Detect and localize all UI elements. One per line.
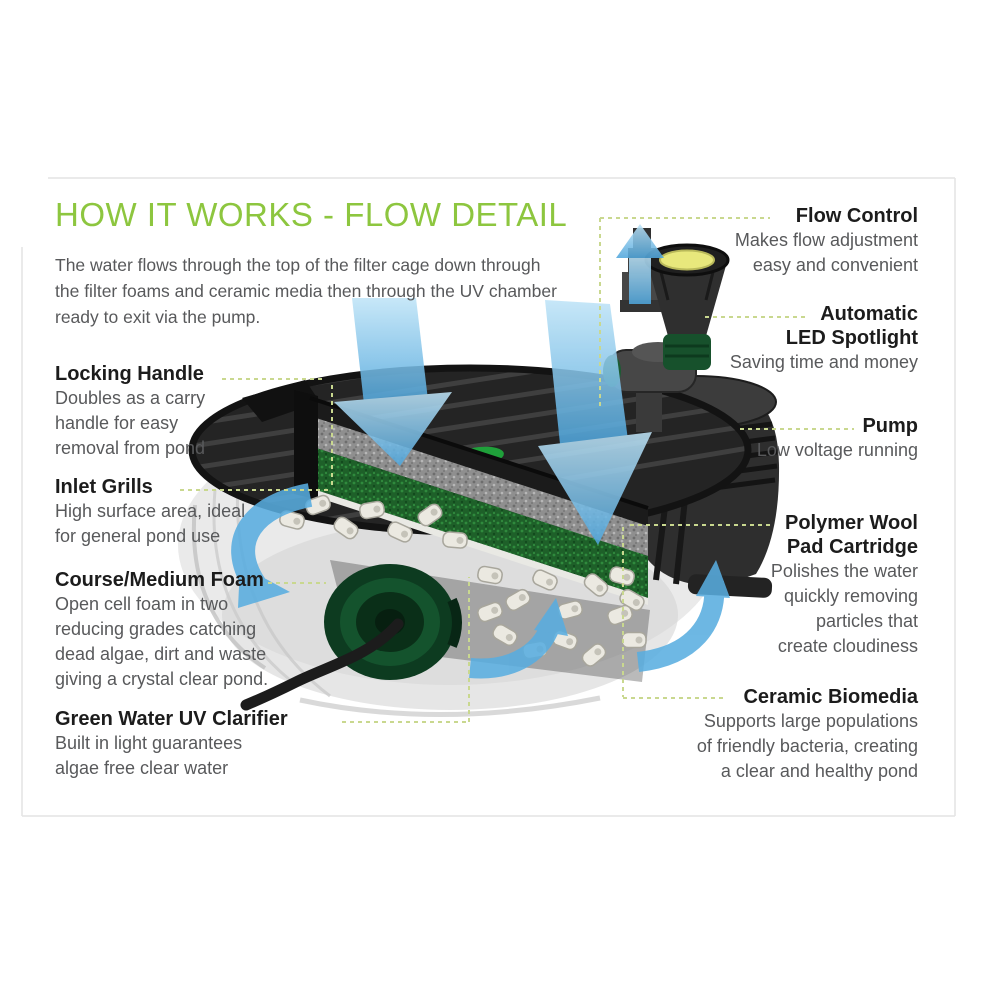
filter-lid (188, 364, 752, 536)
callout-pump: Pump Low voltage running (757, 414, 918, 463)
callout-line: Built in light guarantees (55, 733, 243, 753)
callout-line: Polishes the water (770, 561, 918, 581)
callout-heading: Course/Medium Foam (55, 569, 264, 591)
callout-line: Saving time and money (729, 352, 918, 372)
callout-locking-handle: Locking Handle Doubles as a carry handle… (55, 362, 205, 461)
callout-line: High surface area, ideal (55, 501, 246, 521)
callout-line: of friendly bacteria, creating (696, 736, 918, 756)
callout-line: for general pond use (55, 526, 221, 546)
callout-line: giving a crystal clear pond. (55, 669, 269, 689)
callout-heading: Polymer Wool (785, 512, 918, 534)
pump-body (615, 375, 780, 598)
callout-line: a clear and healthy pond (720, 761, 918, 781)
callout-line: handle for easy (55, 413, 179, 433)
callout-heading: LED Spotlight (785, 327, 918, 349)
callout-line: Makes flow adjustment (734, 230, 918, 250)
callout-heading: Pad Cartridge (786, 536, 918, 558)
ceramic-biomedia-chunks (279, 494, 647, 667)
callout-line: removal from pond (55, 438, 206, 458)
uv-clarifier-cap (240, 564, 462, 711)
flow-arrow-down-right (538, 300, 652, 545)
intro-line: the filter foams and ceramic media then … (55, 281, 557, 301)
locking-handle-clip (242, 380, 320, 422)
intro-line: The water flows through the top of the f… (55, 255, 541, 275)
green-coupler (663, 334, 711, 370)
callout-ceramic-biomedia: Ceramic Biomedia Supports large populati… (697, 685, 918, 784)
intro-paragraph: The water flows through the top of the f… (55, 252, 557, 330)
callout-heading: Locking Handle (55, 363, 204, 385)
outlet-fittings (603, 228, 730, 432)
callout-heading: Inlet Grills (55, 476, 153, 498)
callout-heading: Automatic (820, 303, 918, 325)
leader-locking-handle (222, 378, 333, 488)
led-spotlight-ring (659, 249, 715, 271)
hose-adapter (620, 228, 664, 312)
callout-line: Supports large populations (703, 711, 918, 731)
foam-layer (310, 416, 648, 556)
callout-line: easy and convenient (752, 255, 918, 275)
callout-heading: Pump (862, 415, 918, 437)
power-cable (240, 618, 404, 711)
callout-flow-control: Flow Control Makes flow adjustment easy … (735, 204, 918, 278)
page-title: HOW IT WORKS - FLOW DETAIL (55, 196, 568, 233)
flow-arrow-up-outlet (616, 224, 664, 304)
callout-line: Doubles as a carry (55, 388, 206, 408)
callout-line: create cloudiness (777, 636, 918, 656)
callout-led-spotlight: Automatic LED Spotlight Saving time and … (730, 302, 918, 375)
flow-control-valve (644, 243, 730, 370)
callout-line: quickly removing (783, 586, 918, 606)
callout-line: particles that (815, 611, 918, 631)
callout-heading: Ceramic Biomedia (743, 686, 918, 708)
callout-course-medium-foam: Course/Medium Foam Open cell foam in two… (55, 568, 268, 692)
callout-line: reducing grades catching (55, 619, 257, 639)
filter-cross-section (294, 390, 650, 682)
callout-heading: Flow Control (795, 205, 918, 227)
leader-ceramic-biomedia (622, 527, 724, 699)
green-media-layer (310, 446, 648, 598)
callout-uv-clarifier: Green Water UV Clarifier Built in light … (55, 707, 288, 781)
callout-line: dead algae, dirt and waste (55, 644, 267, 664)
callout-heading: Green Water UV Clarifier (55, 708, 288, 730)
callout-line: Low voltage running (756, 440, 918, 460)
polymer-wool-strip (310, 488, 648, 605)
flow-arrow-curve-right (636, 560, 730, 672)
intro-line: ready to exit via the pump. (55, 307, 261, 327)
callout-inlet-grills: Inlet Grills High surface area, ideal fo… (55, 475, 245, 549)
callout-line: Open cell foam in two (55, 594, 229, 614)
callout-polymer-wool: Polymer Wool Pad Cartridge Polishes the … (771, 511, 918, 659)
flow-arrow-curve-middle (469, 598, 568, 679)
lid-green-detail (456, 446, 504, 466)
callout-line: algae free clear water (55, 758, 229, 778)
leader-uv-clarifier (342, 577, 470, 723)
